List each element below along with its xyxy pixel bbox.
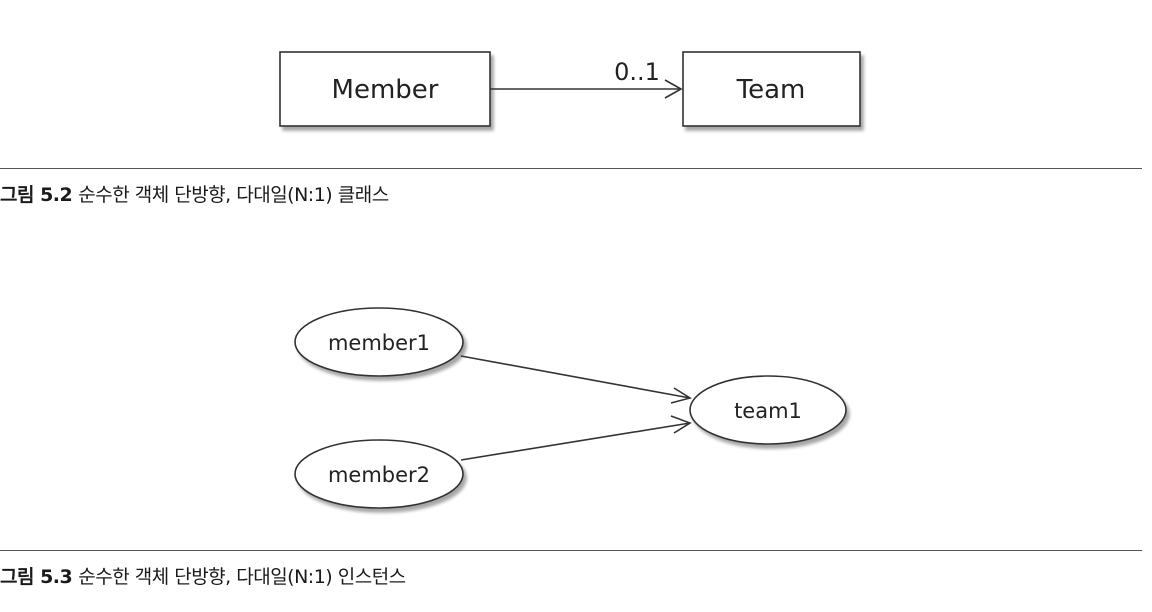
figure-5-2-caption-number: 그림 5.2 — [0, 184, 73, 206]
link-member1-arrowhead — [670, 387, 692, 404]
multiplicity-label: 0..1 — [614, 58, 660, 86]
instance-member2: member2 — [294, 439, 464, 509]
figure-5-3-caption-text: 순수한 객체 단방향, 다대일(N:1) 인스턴스 — [78, 566, 406, 588]
instance-team1-label: team1 — [734, 399, 802, 423]
class-team-box: Team — [682, 51, 861, 127]
figure-5-2-divider — [0, 168, 1142, 169]
figure-5-3-caption-number: 그림 5.3 — [0, 566, 73, 588]
instance-member1-ellipse — [294, 307, 464, 377]
figure-5-2-caption-text: 순수한 객체 단방향, 다대일(N:1) 클래스 — [78, 184, 389, 206]
instance-member1: member1 — [294, 307, 464, 377]
link-member1-line — [460, 355, 691, 399]
link-member2-arrowhead — [670, 415, 692, 434]
figure-5-3-divider — [0, 550, 1142, 551]
instance-member1-label: member1 — [328, 331, 430, 355]
link-member1-team1 — [460, 355, 692, 404]
instance-team1: team1 — [689, 375, 847, 445]
class-team-label: Team — [736, 75, 806, 105]
instance-member2-label: member2 — [328, 463, 430, 487]
link-member2-team1 — [460, 415, 692, 461]
association-arrow: 0..1 — [490, 58, 683, 99]
association-arrowhead — [664, 79, 683, 99]
link-member2-line — [460, 422, 691, 461]
class-member-label: Member — [332, 75, 439, 105]
class-member-rect — [279, 51, 491, 127]
instance-team1-ellipse — [689, 375, 847, 445]
class-team-rect — [682, 51, 861, 127]
class-member-box: Member — [279, 51, 491, 127]
instance-member2-ellipse — [294, 439, 464, 509]
